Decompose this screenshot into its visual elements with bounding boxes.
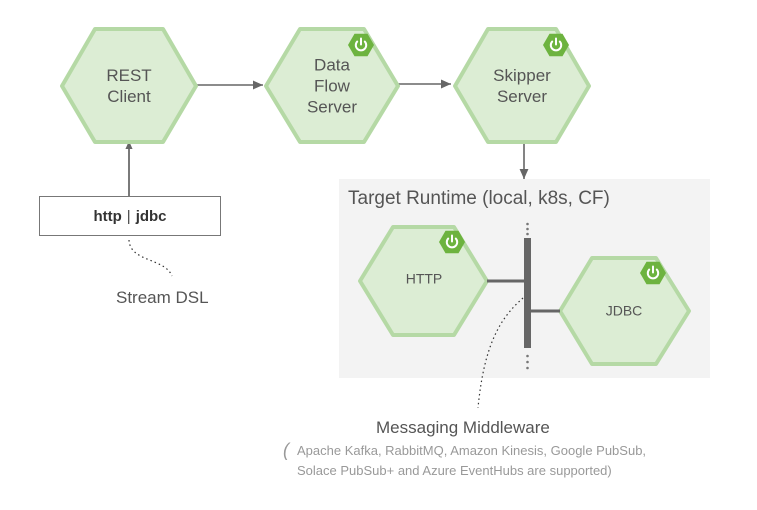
middleware-note-line1: Apache Kafka, RabbitMQ, Amazon Kinesis, …: [297, 443, 647, 458]
dsl-callout-line: [128, 239, 173, 277]
stream-dsl-box: http|jdbc: [39, 196, 221, 236]
middleware-open-paren: (: [283, 440, 289, 460]
middleware-note-line2: Solace PubSub+ and Azure EventHubs are s…: [297, 463, 612, 478]
skipper-server-node: [453, 27, 591, 144]
dsl-sink: jdbc: [135, 207, 167, 225]
http-app-node: [358, 225, 489, 337]
messaging-middleware-title: Messaging Middleware: [376, 418, 550, 437]
messaging-bus: [524, 238, 531, 348]
dsl-pipe: |: [126, 207, 131, 225]
dsl-source: http: [93, 207, 122, 225]
data-flow-server-node: [264, 27, 400, 144]
rest-client-node: [60, 27, 198, 144]
target-runtime-title: Target Runtime (local, k8s, CF): [348, 188, 610, 209]
jdbc-app-label: JDBC: [605, 302, 643, 319]
http-app-label: HTTP: [405, 270, 443, 287]
bus-dots: [526, 222, 529, 370]
middleware-callout-line: [477, 297, 524, 409]
stream-dsl-caption: Stream DSL: [116, 288, 209, 307]
